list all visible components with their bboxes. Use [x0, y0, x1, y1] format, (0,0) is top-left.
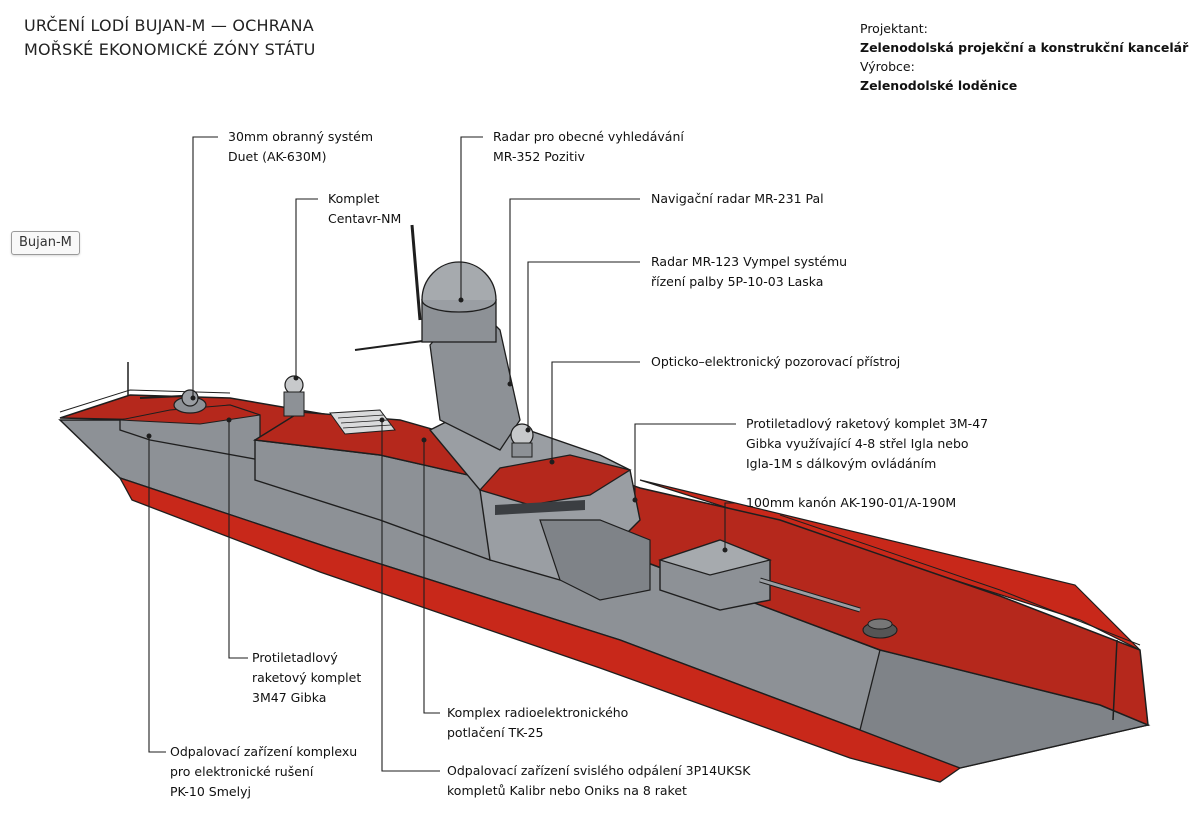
title-line-1: URČENÍ LODÍ BUJAN-M — OCHRANA — [24, 16, 314, 35]
callout-vympel: Radar MR-123 Vympel systému řízení palby… — [651, 254, 848, 289]
callout-kalibr: Odpalovací zařízení svislého odpálení 3P… — [447, 763, 751, 798]
leader-duet — [192, 136, 218, 398]
leader-lines — [148, 136, 736, 772]
page-title: URČENÍ LODÍ BUJAN-M — OCHRANA MOŘSKÉ EKO… — [24, 14, 315, 62]
leader-centavr — [295, 198, 318, 378]
leader-vympel — [527, 261, 640, 430]
callout-pk10: Odpalovací zařízení komplexu pro elektro… — [170, 744, 358, 799]
leader-gibka3m47 — [634, 423, 736, 500]
mast-yard — [354, 339, 431, 351]
main-gun — [658, 539, 861, 613]
ship-credits: Projektant: Zelenodolská projekční a kon… — [860, 19, 1188, 95]
bridge-front — [539, 519, 651, 601]
leader-tk25 — [423, 440, 440, 714]
bridge-windows — [495, 500, 585, 515]
windlass — [862, 618, 898, 639]
leader-gibka — [228, 420, 248, 659]
callout-pal: Navigační radar MR-231 Pal — [651, 191, 824, 206]
callout-centavr: Komplet Centavr-NM — [328, 191, 402, 226]
radar-dome — [421, 261, 497, 343]
title-line-2: MOŘSKÉ EKONOMICKÉ ZÓNY STÁTU — [24, 40, 316, 59]
duet-ciws — [139, 389, 207, 414]
maker-label: Výrobce: — [860, 59, 915, 74]
leader-cannon — [724, 502, 736, 550]
mast-pole — [410, 224, 422, 321]
leader-pk10 — [148, 436, 166, 753]
jackstaff — [1112, 639, 1118, 721]
leader-pozitiv — [460, 136, 483, 300]
leader-dots — [146, 297, 728, 553]
callout-cannon: 100mm kanón AK-190-01/A-190M — [746, 495, 957, 510]
designer-name: Zelenodolská projekční a konstrukční kan… — [860, 40, 1189, 55]
callout-gibka: Protiletadlový raketový komplet 3M47 Gib… — [252, 650, 362, 705]
centavr-dome — [283, 375, 305, 417]
maker-name: Zelenodolské loděnice — [860, 78, 1018, 93]
deck-railing — [59, 389, 1141, 646]
callout-tk25: Komplex radioelektronického potlačení TK… — [447, 705, 629, 740]
ship-class-tag[interactable]: Bujan-M — [11, 231, 80, 255]
callout-gibka-3m47: Protiletadlový raketový komplet 3M-47 Gi… — [746, 416, 989, 471]
callout-duet: 30mm obranný systém Duet (AK-630M) — [228, 129, 374, 164]
leader-kalibr — [381, 420, 440, 772]
aft-deck-top — [119, 404, 261, 425]
callout-pozitiv: Radar pro obecné vyhledávání MR-352 Pozi… — [493, 129, 684, 164]
callout-optic: Opticko–elektronický pozorovací přístroj — [651, 354, 901, 369]
leader-pal — [509, 198, 640, 384]
boot-stripe — [118, 476, 962, 783]
leader-optic — [551, 361, 640, 462]
designer-label: Projektant: — [860, 21, 928, 36]
